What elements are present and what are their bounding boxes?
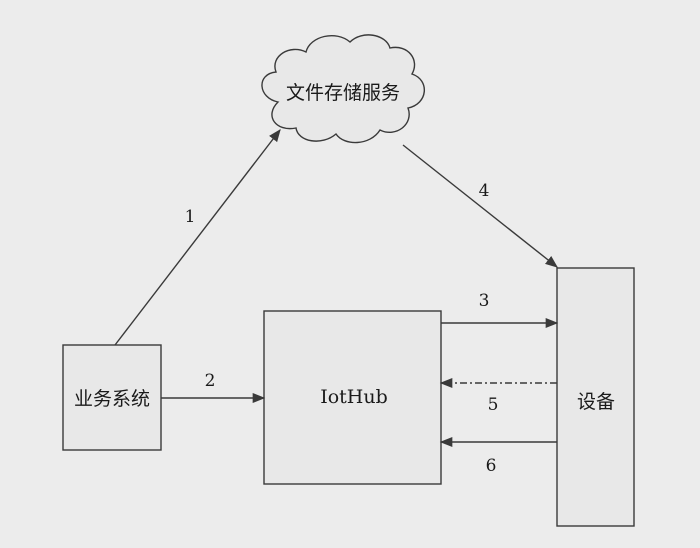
edge-6: 6 xyxy=(439,436,557,476)
edge-5: 5 xyxy=(439,377,557,415)
edge-3-label: 3 xyxy=(479,291,490,311)
edge-5-label: 5 xyxy=(488,395,499,415)
edge-6-label: 6 xyxy=(486,456,497,476)
cloud-label: 文件存储服务 xyxy=(286,82,400,104)
edge-4-arrow xyxy=(402,144,558,268)
cloud-node: 文件存储服务 xyxy=(261,34,425,144)
edge-4-label: 4 xyxy=(479,181,490,201)
edge-1-label: 1 xyxy=(185,207,196,227)
edge-1: 1 xyxy=(114,129,281,346)
business-system-label: 业务系统 xyxy=(74,388,150,410)
device-label: 设备 xyxy=(577,391,615,413)
iothub-label: IotHub xyxy=(320,386,388,408)
cloud-shape xyxy=(261,34,425,144)
business-system-box xyxy=(62,344,162,451)
business-system-node: 业务系统 xyxy=(62,344,162,451)
edge-4: 4 xyxy=(402,144,558,268)
edge-1-arrow xyxy=(114,129,281,346)
edge-3: 3 xyxy=(441,291,559,329)
edge-2-label: 2 xyxy=(205,371,216,391)
iothub-node: IotHub xyxy=(263,310,442,485)
edge-2: 2 xyxy=(161,371,266,404)
device-box xyxy=(556,267,635,527)
device-node: 设备 xyxy=(556,267,635,527)
